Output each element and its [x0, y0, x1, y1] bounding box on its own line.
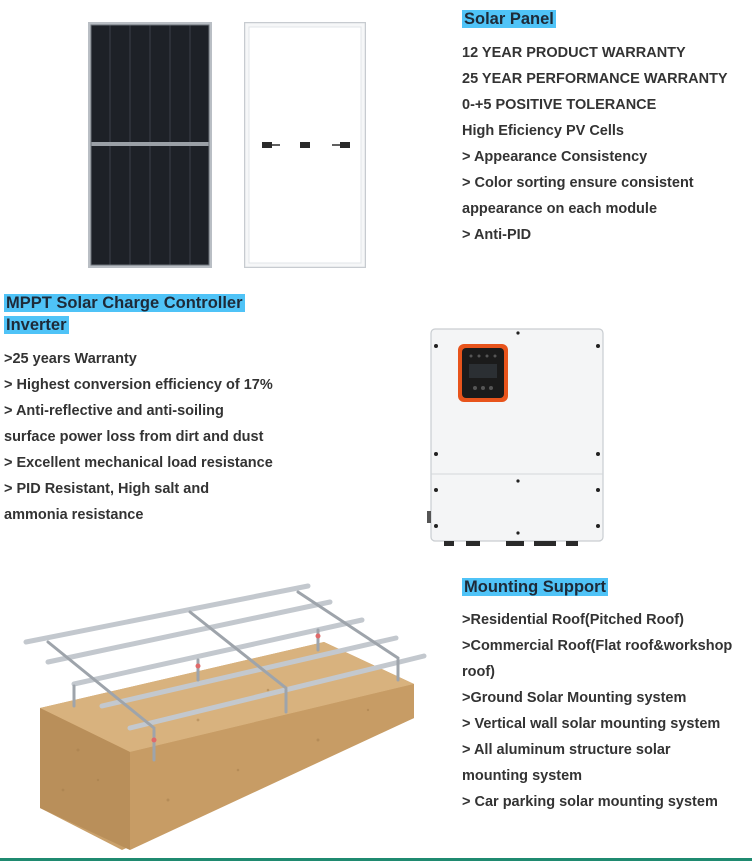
controller-feature-list: >25 years Warranty > Highest conversion … — [4, 346, 273, 528]
list-item: > All aluminum structure solar — [462, 742, 671, 758]
solar-panel-title: Solar Panel — [462, 10, 556, 28]
list-item: >Ground Solar Mounting system — [462, 690, 687, 706]
list-item: > Anti-reflective and anti-soiling — [4, 403, 224, 419]
list-item: >Commercial Roof(Flat roof&workshop — [462, 638, 733, 654]
list-item: appearance on each module — [462, 201, 658, 217]
list-item: 12 YEAR PRODUCT WARRANTY — [462, 45, 686, 61]
bottom-divider — [0, 858, 752, 861]
list-item: > Anti-PID — [462, 227, 532, 243]
list-item: surface power loss from dirt and dust — [4, 429, 264, 445]
list-item: 25 YEAR PERFORMANCE WARRANTY — [462, 71, 728, 87]
solar-panel-back-image — [244, 22, 366, 268]
inverter-image — [426, 326, 608, 548]
solar-panel-front-image — [88, 22, 212, 268]
list-item: > Car parking solar mounting system — [462, 794, 718, 810]
solar-panel-feature-list: 12 YEAR PRODUCT WARRANTY 25 YEAR PERFORM… — [462, 40, 728, 248]
list-item: > Highest conversion efficiency of 17% — [4, 377, 273, 393]
list-item: > Vertical wall solar mounting system — [462, 716, 721, 732]
list-item: > Appearance Consistency — [462, 149, 648, 165]
list-item: > Color sorting ensure consistent — [462, 175, 694, 191]
list-item: >Residential Roof(Pitched Roof) — [462, 612, 684, 628]
mounting-title: Mounting Support — [462, 578, 609, 596]
controller-title: MPPT Solar Charge Controller Inverter — [4, 294, 245, 334]
list-item: 0-+5 POSITIVE TOLERANCE — [462, 97, 657, 113]
list-item: roof) — [462, 664, 496, 680]
list-item: High Eficiency PV Cells — [462, 123, 624, 139]
list-item: ammonia resistance — [4, 507, 144, 523]
list-item: > Excellent mechanical load resistance — [4, 455, 273, 471]
list-item: > PID Resistant, High salt and — [4, 481, 210, 497]
mounting-structure-image — [18, 580, 428, 852]
mounting-feature-list: >Residential Roof(Pitched Roof) >Commerc… — [462, 607, 732, 815]
list-item: mounting system — [462, 768, 583, 784]
list-item: >25 years Warranty — [4, 351, 137, 367]
